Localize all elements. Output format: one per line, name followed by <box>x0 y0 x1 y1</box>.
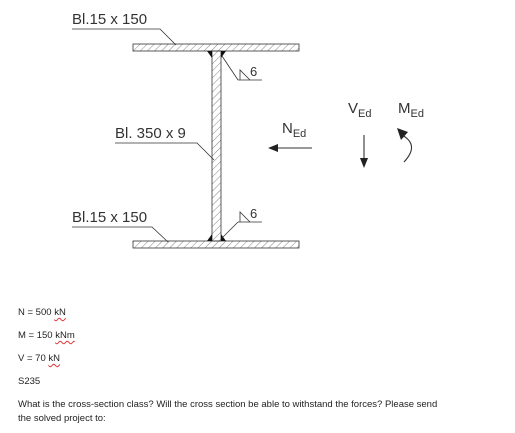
bottom-flange-leader <box>72 226 169 243</box>
weld-symbol-bottom <box>221 211 262 239</box>
weld-bottom-left <box>207 234 212 241</box>
weld-top-left <box>207 51 212 58</box>
top-flange-leader <box>72 28 177 46</box>
weld-symbol-top <box>221 55 262 81</box>
top-flange <box>132 43 300 52</box>
question-text: What is the cross-section class? Will th… <box>18 399 438 424</box>
web-label: Bl. 350 x 9 <box>115 125 186 142</box>
n-ed-label: NEd <box>282 120 306 140</box>
bottom-flange <box>132 240 300 249</box>
v-ed-label: VEd <box>348 100 371 120</box>
axial-force-line: N = 500 kN <box>18 307 66 318</box>
top-flange-label: Bl.15 x 150 <box>72 11 147 28</box>
shear-force-line: V = 70 kN <box>18 353 60 364</box>
weld-bottom-size: 6 <box>250 206 257 221</box>
web-plate <box>211 50 222 242</box>
steel-grade: S235 <box>18 376 41 387</box>
web-leader <box>115 142 215 161</box>
weld-top-right <box>221 51 226 58</box>
m-ed-label: MEd <box>398 100 424 120</box>
moment-line: M = 150 kNm <box>18 330 75 341</box>
v-ed-arrow <box>360 135 368 168</box>
m-ed-arrow <box>397 128 413 163</box>
n-ed-arrow <box>268 144 312 152</box>
weld-bottom-right <box>221 234 226 241</box>
weld-top-size: 6 <box>250 64 257 79</box>
bottom-flange-label: Bl.15 x 150 <box>72 209 147 226</box>
